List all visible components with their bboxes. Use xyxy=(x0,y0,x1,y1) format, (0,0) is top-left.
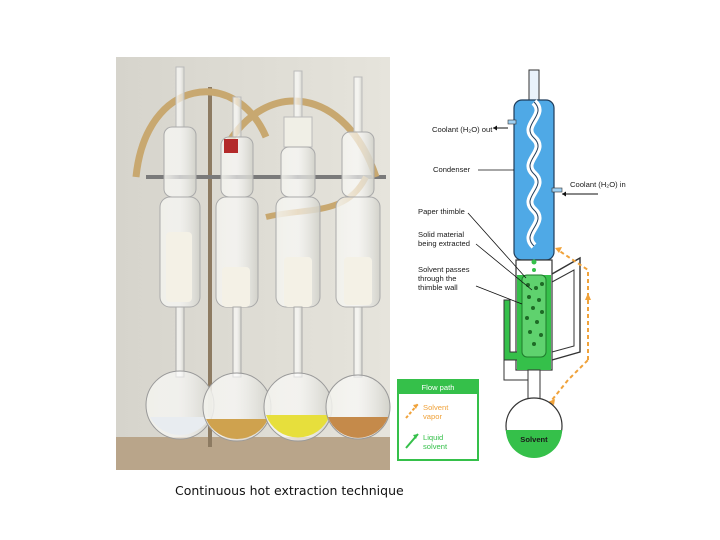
figure-caption: Continuous hot extraction technique xyxy=(175,483,404,498)
coolant-out-label: Coolant (H₂O) out xyxy=(432,125,493,134)
vapor-tube xyxy=(551,256,581,361)
solvent-label: Solvent xyxy=(520,435,548,444)
condenser-top-tube xyxy=(528,69,540,103)
solvent-passes-label-2: through the xyxy=(418,274,456,283)
solid-material-label-1: Solid material xyxy=(418,230,464,239)
paper-thimble-label: Paper thimble xyxy=(418,207,465,216)
solvent-passes-label-1: Solvent passes xyxy=(418,265,470,274)
legend-liquid-1: Liquid xyxy=(423,433,443,442)
siphon-tube xyxy=(503,299,517,361)
legend-title: Flow path xyxy=(422,383,455,392)
coolant-in-label: Coolant (H₂O) in xyxy=(570,180,626,189)
solid-material-label-2: being extracted xyxy=(418,239,470,248)
condenser-label: Condenser xyxy=(433,165,471,174)
soxhlet-schematic: Solvent Coolant (H₂O) out Condenser Cool… xyxy=(397,69,626,461)
legend-vapor-1: Solvent xyxy=(423,403,449,412)
legend-vapor-2: vapor xyxy=(423,412,442,421)
solvent-passes-label-3: thimble wall xyxy=(418,283,458,292)
soxhlet-apparatus-photo xyxy=(116,57,391,470)
flow-path-legend: Flow path Solvent vapor Liquid solvent xyxy=(397,379,479,461)
legend-liquid-2: solvent xyxy=(423,442,448,451)
